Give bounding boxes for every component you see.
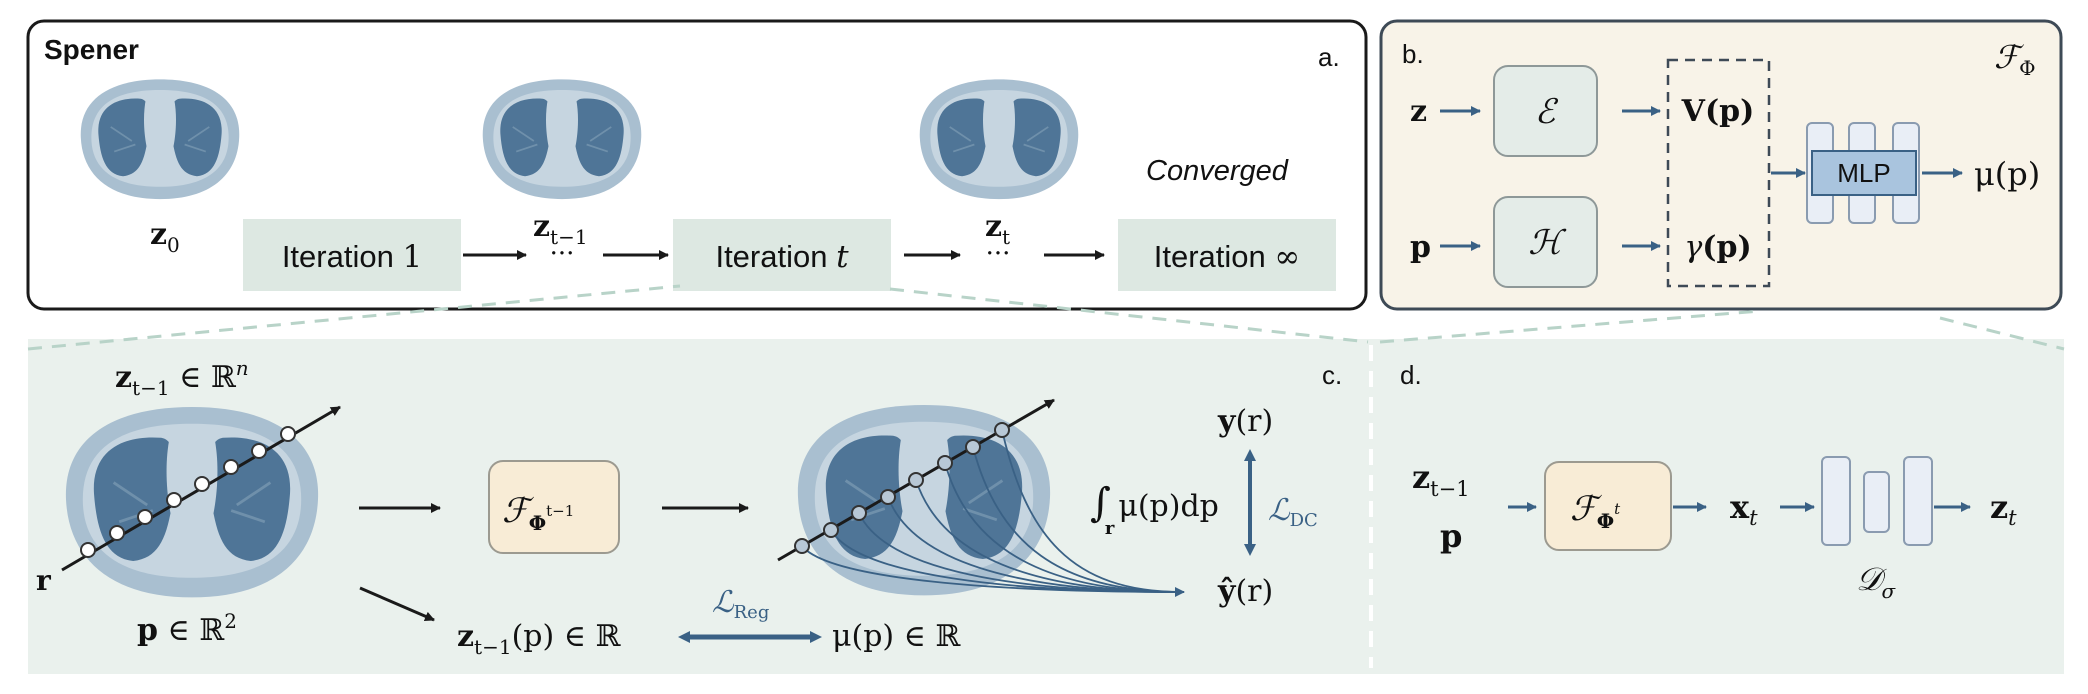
panel-d-label: d.: [1400, 360, 1422, 390]
z0-label: z0: [150, 217, 180, 257]
zt-label: zt: [985, 209, 1010, 249]
integration-curves: [801, 429, 1183, 593]
zoom-line-right: [1379, 309, 1761, 344]
d-z-label: zt−1: [1412, 458, 1470, 501]
iteration-inf-label: Iteration ∞: [1154, 239, 1300, 275]
ellipsis-1: ···: [550, 239, 575, 269]
zoom-line-right2: [1939, 316, 2065, 351]
ray-r-label: r: [36, 564, 52, 597]
sample-points-rendered: [794, 422, 1010, 554]
panel-a: Spener a. z0 Iteration 1 ··· zt−1 Iterat…: [26, 19, 1368, 311]
feature-gamma: γ(p): [1684, 230, 1751, 265]
L-dc-label: ℒDC: [1268, 493, 1318, 531]
encoder-H-box: [1493, 196, 1598, 288]
iteration-t-label: Iteration t: [715, 239, 849, 275]
decoder-layer-3: [1903, 456, 1933, 546]
x-t-label: xt: [1730, 488, 1758, 530]
panel-b-title: ℱΦ: [1994, 38, 2036, 80]
F-prev-box: [488, 460, 620, 554]
ellipsis-2: ···: [986, 239, 1011, 269]
z-in-Rn-label: zt−1 ∈ ℝn: [115, 356, 249, 400]
ct-slice-z0: [79, 78, 241, 200]
z-t-label: zt: [1990, 488, 2017, 530]
zt-1-label: zt−1: [533, 209, 588, 249]
p-in-R2-label: p ∈ ℝ2: [137, 609, 237, 648]
feature-V: V(p): [1681, 94, 1755, 129]
sample-points-input: [80, 426, 296, 558]
iteration-1-box: [243, 219, 461, 291]
zoom-line-left: [27, 284, 681, 351]
zoom-line-mid: [889, 287, 1369, 344]
panel-b: b. ℱΦ z ℰ p ℋ V(p) γ(p) MLP μ(p): [1379, 19, 2063, 311]
feature-dashed-box: [1666, 58, 1771, 288]
F-prev-symbol: ℱΦt−1: [502, 491, 574, 535]
F-t-box: [1544, 461, 1672, 551]
input-z: z: [1410, 94, 1427, 129]
encoder-E-box: [1493, 65, 1598, 157]
encoder-H-symbol: ℋ: [1528, 223, 1567, 263]
mup-label: μ(p) ∈ ℝ: [832, 619, 961, 654]
d-p-label: p: [1440, 517, 1462, 555]
mlp-box: [1811, 150, 1917, 196]
iteration-1-label: Iteration 1: [282, 239, 422, 275]
output-mu: μ(p): [1974, 155, 2040, 193]
yhat-r-label: ŷ(r): [1217, 574, 1273, 609]
L-reg-label: ℒReg: [712, 585, 769, 623]
y-r-label: y(r): [1217, 404, 1273, 439]
mlp-label: MLP: [1837, 158, 1890, 188]
ct-slice-zt: [918, 78, 1080, 200]
iteration-t-box: [673, 219, 891, 291]
panel-d: d. zt−1 p ℱΦt xt zt 𝒟σ: [1400, 360, 2017, 603]
converged-label: Converged: [1146, 155, 1289, 187]
panel-c: c. zt−1 ∈ ℝn r p ∈ ℝ2 ℱΦt−1: [36, 356, 1342, 659]
decoder-layer-1: [1821, 456, 1851, 546]
encoder-E-symbol: ℰ: [1535, 92, 1559, 132]
panel-a-label: a.: [1318, 42, 1340, 72]
zp-label: zt−1(p) ∈ ℝ: [457, 619, 621, 659]
iteration-inf-box: [1118, 219, 1336, 291]
decoder-layer-2: [1863, 471, 1890, 533]
ct-slice-zt-1: [481, 78, 643, 200]
integral-expression: ∫rμ(p)dp: [1090, 480, 1219, 539]
panel-b-frame: [1379, 19, 2063, 311]
panel-b-label: b.: [1402, 39, 1424, 69]
input-p: p: [1410, 230, 1431, 265]
panel-a-title: Spener: [44, 34, 139, 65]
panel-c-label: c.: [1322, 360, 1342, 390]
arrow-to-zp: [359, 586, 435, 622]
